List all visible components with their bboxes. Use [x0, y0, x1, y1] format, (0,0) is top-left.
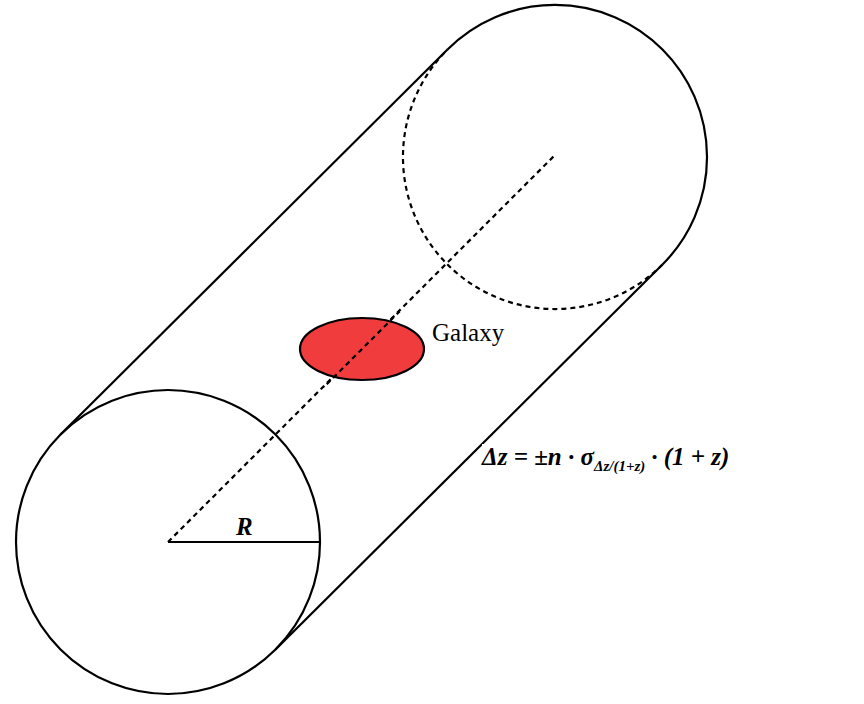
formula-main: Δz = ±n · σ: [482, 443, 594, 470]
back-arc: [448, 5, 708, 265]
galaxy-node: Galaxy: [296, 312, 576, 388]
front-circle: [16, 390, 320, 694]
axis-line: [168, 155, 555, 542]
cylinder-side: [61, 50, 448, 435]
radius-line: [168, 541, 321, 543]
formula-subscript: Δz/(1+z): [594, 458, 645, 474]
galaxy-label: Galaxy: [432, 320, 504, 345]
formula: Δz = ±n · σΔz/(1+z) · (1 + z): [482, 444, 729, 474]
formula-tail: · (1 + z): [651, 443, 729, 470]
back-arc-hidden: [403, 50, 663, 310]
radius-label: R: [236, 514, 253, 539]
